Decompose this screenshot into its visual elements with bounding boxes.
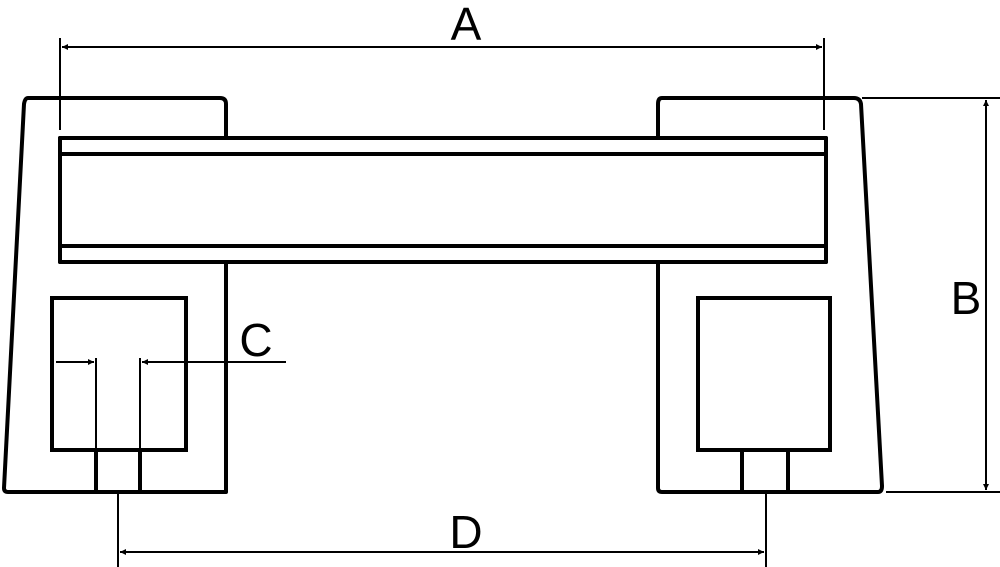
left-foot-hole xyxy=(94,448,142,494)
right-foot-hole xyxy=(740,448,790,494)
dimension-c-label: C xyxy=(239,314,272,366)
right-foot xyxy=(656,96,884,494)
tube-top-wall xyxy=(58,136,828,156)
tube-bottom-wall xyxy=(58,244,828,264)
handle-tube xyxy=(58,136,828,264)
dimension-a: A xyxy=(59,0,825,130)
right-foot-cavity xyxy=(696,296,832,452)
dimension-d-label: D xyxy=(449,506,482,558)
dimension-b: B xyxy=(862,97,1000,493)
dimension-c: C xyxy=(56,314,286,450)
dimension-d: D xyxy=(117,494,767,567)
left-foot xyxy=(2,96,228,494)
tube-bore xyxy=(58,152,828,248)
left-foot-cavity xyxy=(50,296,188,452)
dimension-b-label: B xyxy=(951,272,982,324)
dimension-a-label: A xyxy=(451,0,482,50)
